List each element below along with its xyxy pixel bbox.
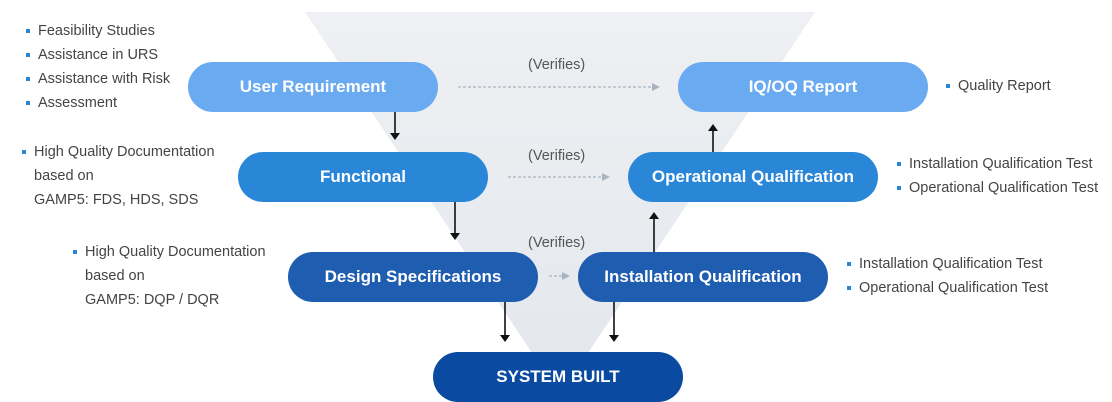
note-item: Assistance with Risk (26, 67, 170, 91)
verify-connector-bottom (549, 272, 570, 280)
verifies-label-bottom: (Verifies) (528, 235, 586, 251)
note-item: High Quality Documentation (73, 240, 266, 264)
verifies-label-top: (Verifies) (528, 57, 586, 73)
note-item: Operational Qualification Test (897, 176, 1098, 200)
note-item: Installation Qualification Test (847, 252, 1048, 276)
node-design-specifications: Design Specifications (288, 252, 538, 302)
notes-operational: Installation Qualification Test Operatio… (897, 152, 1098, 200)
verifies-label-middle: (Verifies) (528, 148, 586, 164)
node-functional: Functional (238, 152, 488, 202)
note-continuation: GAMP5: FDS, HDS, SDS (34, 192, 199, 208)
notes-iqoq-report: Quality Report (946, 74, 1051, 98)
arrow-installation-to-system (609, 302, 619, 342)
node-user-requirement: User Requirement (188, 62, 438, 112)
verify-connector-middle (508, 173, 610, 181)
arrow-user-to-functional (390, 112, 400, 140)
note-item: Assessment (26, 91, 170, 115)
note-item: Operational Qualification Test (847, 276, 1048, 300)
notes-installation: Installation Qualification Test Operatio… (847, 252, 1048, 300)
notes-design: High Quality Documentation based on GAMP… (73, 240, 266, 312)
node-operational-qualification: Operational Qualification (628, 152, 878, 202)
note-continuation: GAMP5: DQP / DQR (85, 292, 220, 308)
node-iqoq-report: IQ/OQ Report (678, 62, 928, 112)
notes-user-requirement: Feasibility Studies Assistance in URS As… (26, 19, 170, 115)
v-funnel-shape (305, 12, 815, 395)
node-installation-qualification: Installation Qualification (578, 252, 828, 302)
note-item: High Quality Documentation (22, 140, 215, 164)
arrow-functional-to-design (450, 202, 460, 240)
note-item: Installation Qualification Test (897, 152, 1098, 176)
node-system-built: SYSTEM BUILT (433, 352, 683, 402)
arrow-installation-to-operational (649, 212, 659, 252)
notes-functional: High Quality Documentation based on GAMP… (22, 140, 215, 212)
arrow-operational-to-report (708, 124, 718, 152)
note-item: Quality Report (946, 74, 1051, 98)
verify-connector-top (458, 83, 660, 91)
arrow-design-to-system (500, 302, 510, 342)
note-continuation: based on (34, 168, 94, 184)
note-item: Assistance in URS (26, 43, 170, 67)
note-item: Feasibility Studies (26, 19, 170, 43)
note-continuation: based on (85, 268, 145, 284)
